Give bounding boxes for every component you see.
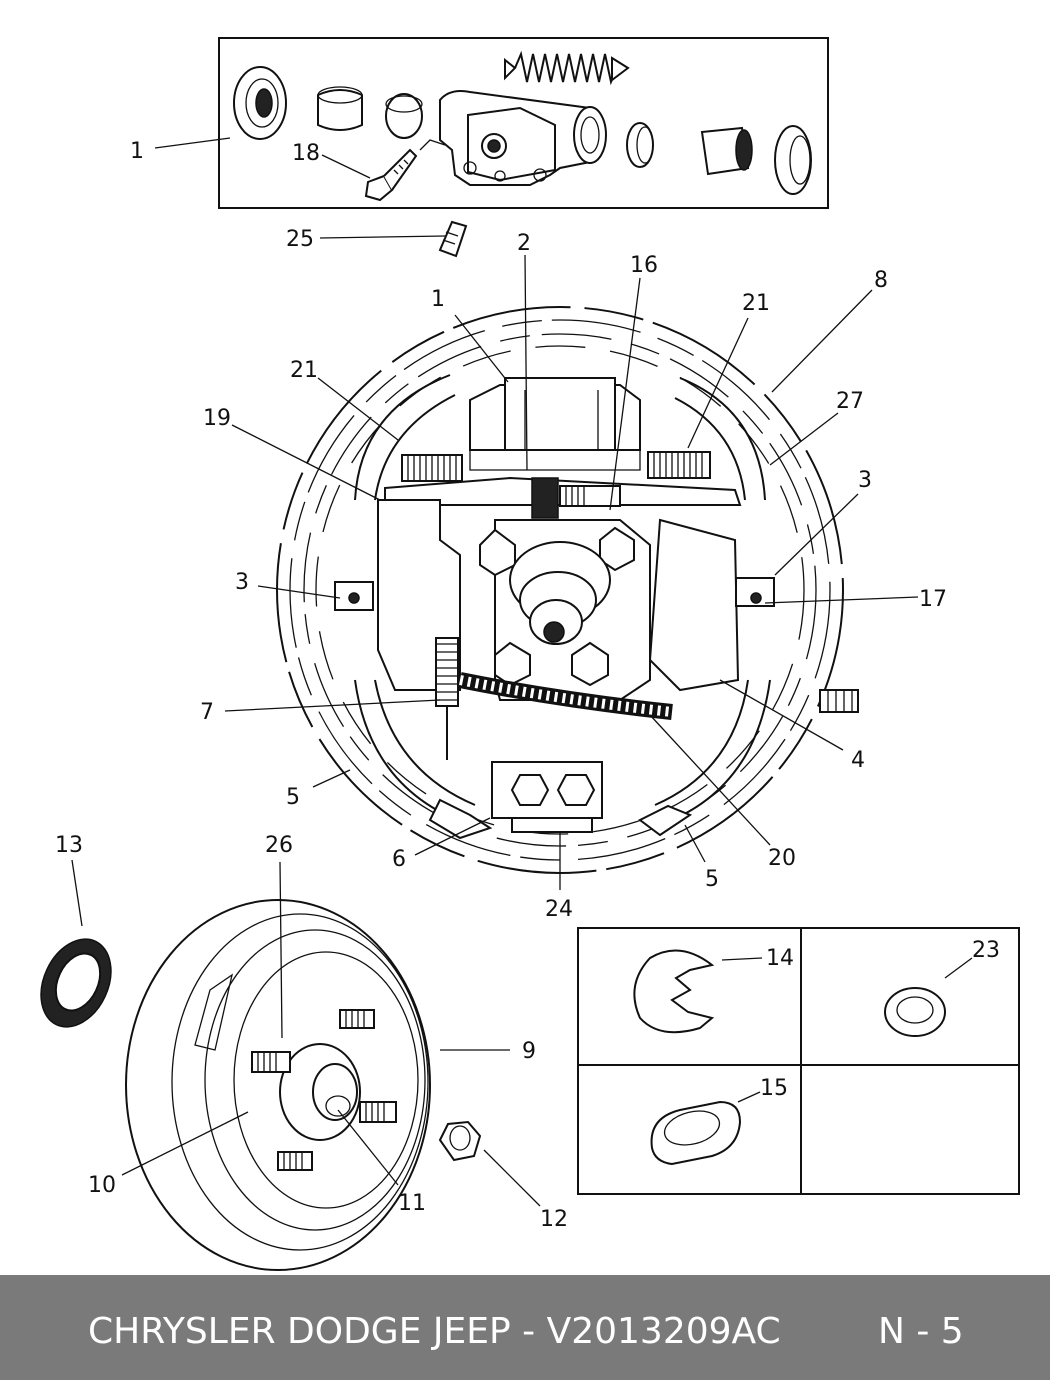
label-14: 14 [766,946,794,971]
axle-tube [819,689,859,713]
right-boot [774,125,812,195]
plate-wheel-cylinder [469,377,641,471]
left-boot [233,66,287,140]
label-24: 24 [545,897,573,922]
label-21a: 21 [742,291,770,316]
upper-return-springs [401,451,711,482]
label-19: 19 [203,406,231,431]
label-top-18: 18 [292,141,320,166]
bleeder-cap [319,220,468,258]
label-4: 4 [851,748,865,773]
brake-drum [121,861,510,1271]
label-21b: 21 [290,358,318,383]
oil-seal [40,859,112,1028]
cylinder-spring [504,50,630,86]
label-9: 9 [522,1039,536,1064]
adjuster-screw [531,477,621,519]
label-top-1: 1 [130,139,144,164]
cylinder-body [419,90,607,186]
anchor-block [491,761,603,833]
footer-bar: CHRYSLER DODGE JEEP - V2013209AC N - 5 [0,1275,1050,1380]
label-10: 10 [88,1173,116,1198]
left-piston [317,86,363,131]
oval-plug [650,1091,761,1166]
spring-7 [435,637,459,760]
left-cup [385,93,423,139]
brake-exploded-diagram: 1 18 25 2 16 1 21 8 21 27 19 3 3 17 7 4 … [40,37,1020,1271]
hardware-inset [577,927,1020,1195]
right-cup [626,122,654,168]
label-13: 13 [55,833,83,858]
label-6: 6 [392,847,406,872]
e-clip [633,949,763,1034]
lug-nut [438,1120,541,1207]
spring-20 [458,672,673,720]
label-26: 26 [265,833,293,858]
label-12: 12 [540,1207,568,1232]
bleeder-screw [364,148,418,202]
label-27: 27 [836,389,864,414]
label-3a: 3 [858,468,872,493]
label-8: 8 [874,268,888,293]
label-top-25: 25 [286,227,314,252]
label-16: 16 [630,253,658,278]
label-5a: 5 [286,785,300,810]
label-1: 1 [431,287,445,312]
label-11: 11 [398,1191,426,1216]
footer-page-number: N - 5 [878,1311,964,1352]
label-2: 2 [517,231,531,256]
axle-hub [479,519,651,701]
label-15: 15 [760,1076,788,1101]
label-5b: 5 [705,867,719,892]
footer-title: CHRYSLER DODGE JEEP - V2013209AC [88,1311,781,1352]
label-20: 20 [768,846,796,871]
label-17: 17 [919,587,947,612]
wheel-cylinder-inset [154,37,829,209]
backing-plate-assembly [224,254,919,890]
label-7: 7 [200,700,214,725]
plug-grommet [884,957,973,1037]
right-piston [700,126,753,176]
label-23: 23 [972,938,1000,963]
label-3b: 3 [235,570,249,595]
wheel-studs [251,1009,397,1171]
